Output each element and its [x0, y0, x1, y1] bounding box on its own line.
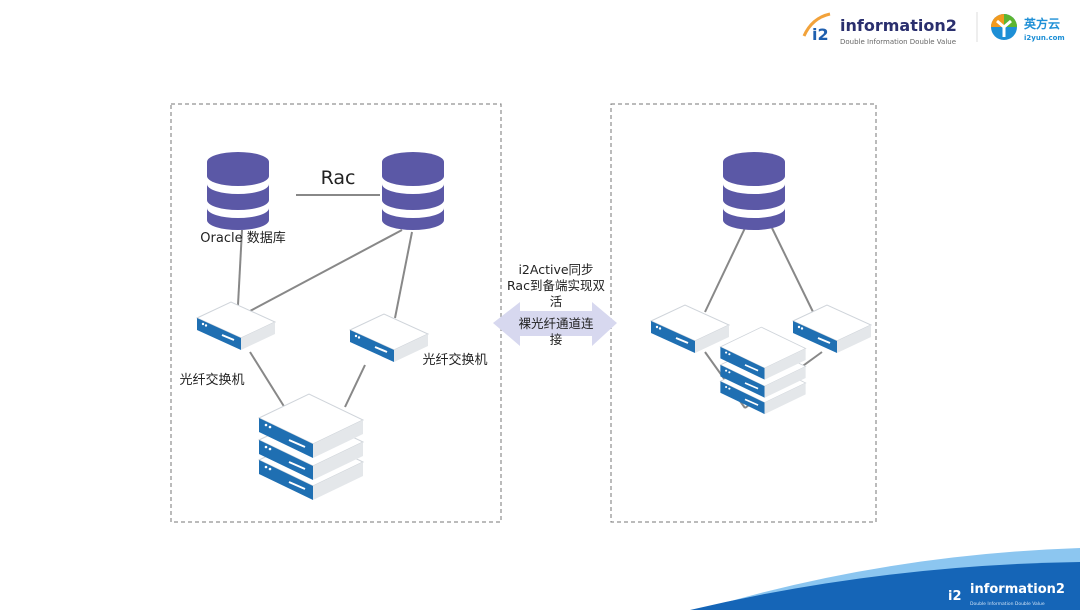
fiber-switch-icon [650, 304, 730, 354]
rac-label: Rac [321, 167, 356, 189]
footer-band [690, 562, 1080, 610]
svg-text:i2: i2 [948, 589, 962, 604]
svg-text:Double Information Double Valu: Double Information Double Value [970, 601, 1045, 607]
standby-storage-stack-icon [719, 326, 807, 415]
switch-label: 光纤交换机 [179, 372, 244, 388]
rac-database-icon [382, 152, 444, 230]
fiber-switch-icon [349, 313, 429, 363]
standby-site-box [610, 103, 877, 523]
bidirectional-arrow-icon [493, 302, 617, 346]
svg-text:Rac到备端实现双: Rac到备端实现双 [507, 278, 605, 293]
fiber-switch-icon [196, 301, 276, 351]
svg-text:活: 活 [550, 294, 563, 309]
oracle-database-icon [207, 152, 269, 230]
svg-text:information2: information2 [840, 16, 957, 35]
link-description: i2Active同步 Rac到备端实现双 活 裸光纤通道连 接 [507, 262, 605, 347]
storage-stack-icon [258, 393, 364, 501]
svg-text:i2yun.com: i2yun.com [1024, 34, 1065, 42]
db-label: Oracle 数据库 [200, 230, 285, 246]
standby-database-icon [723, 152, 785, 230]
svg-text:裸光纤通道连: 裸光纤通道连 [518, 316, 594, 331]
i2yun-logo: 英方云 i2yun.com [991, 14, 1065, 42]
svg-text:接: 接 [550, 332, 563, 347]
primary-site-box [170, 103, 502, 523]
switch-label: 光纤交换机 [422, 352, 487, 368]
svg-text:Double Information Double Valu: Double Information Double Value [840, 38, 956, 46]
svg-text:i2: i2 [812, 25, 829, 44]
svg-text:information2: information2 [970, 582, 1065, 597]
svg-text:i2Active同步: i2Active同步 [518, 262, 593, 277]
footer-logo: i2 information2 Double Information Doubl… [948, 582, 1065, 607]
svg-text:英方云: 英方云 [1024, 16, 1060, 31]
information2-logo: i2 information2 Double Information Doubl… [802, 12, 957, 46]
fiber-switch-icon [792, 304, 872, 354]
